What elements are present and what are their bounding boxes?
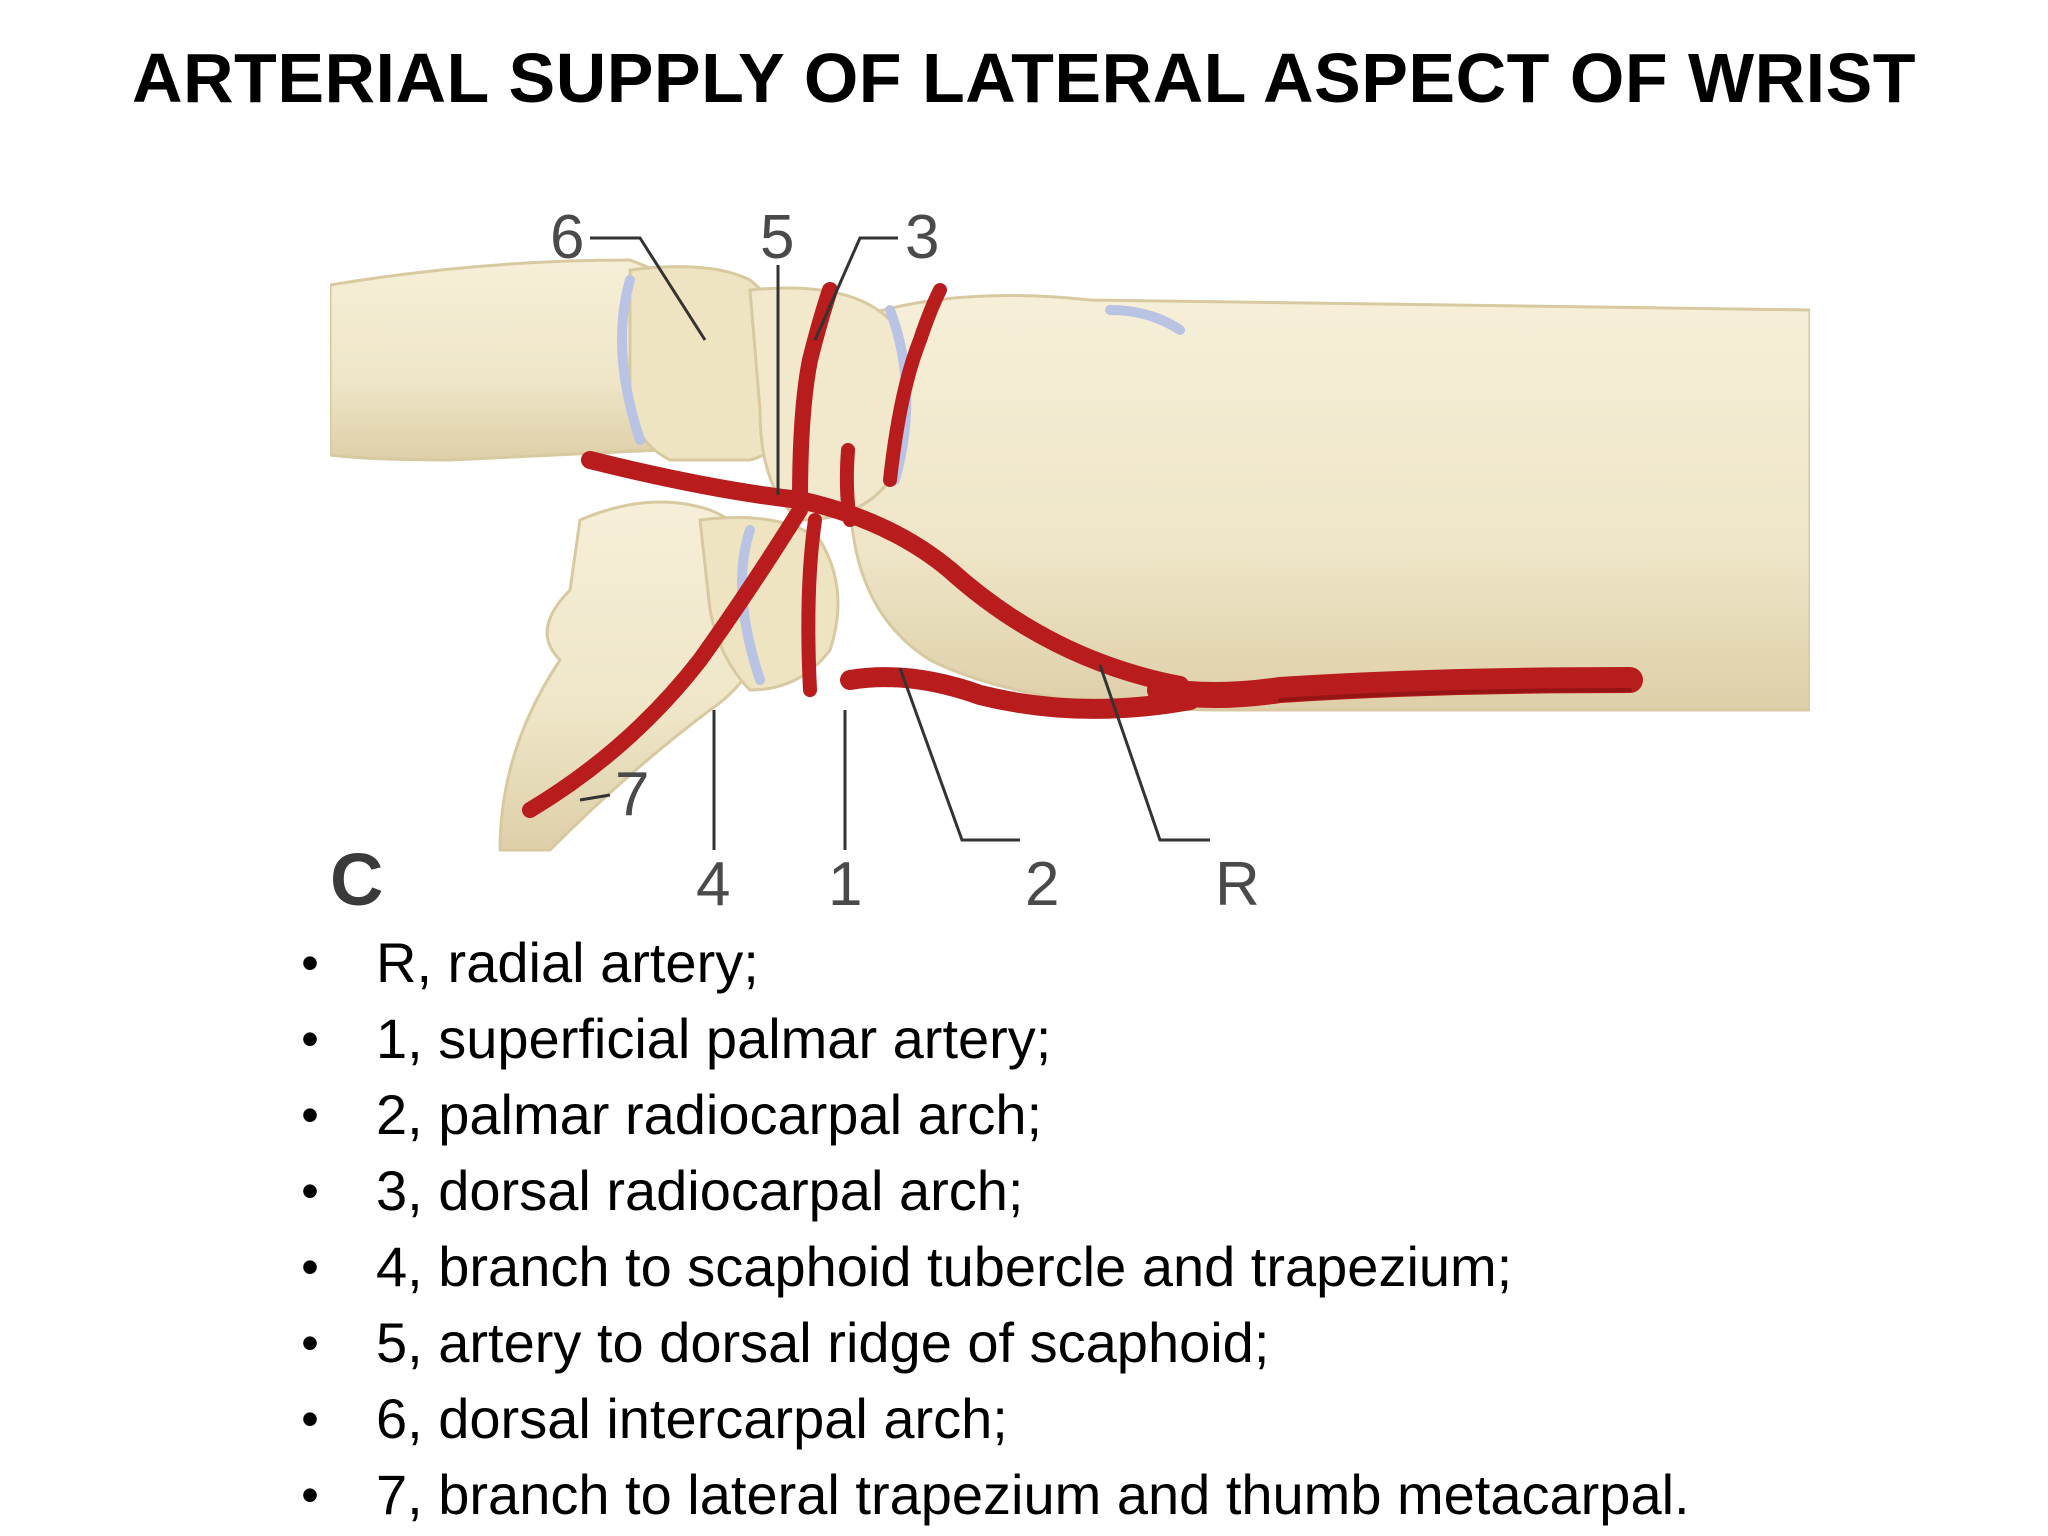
- legend-item-text: 2, palmar radiocarpal arch;: [376, 1083, 1043, 1146]
- legend-list: • R, radial artery; • 1, superficial palma…: [290, 925, 1990, 1533]
- callout-4: 4: [696, 850, 730, 919]
- legend-item-text: 5, artery to dorsal ridge of scaphoid;: [376, 1311, 1270, 1374]
- legend-item: • 6, dorsal intercarpal arch;: [290, 1381, 1990, 1457]
- legend-item-text: 6, dorsal intercarpal arch;: [376, 1387, 1008, 1450]
- bullet-icon: •: [301, 1087, 319, 1143]
- legend-item: • 2, palmar radiocarpal arch;: [290, 1077, 1990, 1153]
- radius-bone: [848, 294, 1810, 712]
- artery-dorsal-ridge-scaphoid: [839, 443, 857, 527]
- superficial-palmar-artery: [840, 667, 1200, 719]
- callout-7: 7: [615, 760, 649, 829]
- bullet-icon: •: [301, 1391, 319, 1447]
- branch-scaphoid-tubercle: [801, 513, 822, 697]
- callout-2: 2: [1025, 850, 1059, 919]
- branch-lateral-trapezium: [522, 502, 808, 818]
- leader-2: [898, 667, 1020, 842]
- bullet-icon: •: [301, 1467, 319, 1523]
- legend-item-text: R, radial artery;: [376, 931, 759, 994]
- leader-7: [579, 793, 611, 802]
- legend-item: • R, radial artery;: [290, 925, 1990, 1001]
- radial-artery: [1147, 667, 1643, 708]
- callout-R: R: [1215, 850, 1260, 919]
- callout-1: 1: [828, 850, 862, 919]
- radial-artery-shadow: [1278, 688, 1632, 702]
- legend-item-text: 1, superficial palmar artery;: [376, 1007, 1052, 1070]
- legend-item: • 5, artery to dorsal ridge of scaphoid;: [290, 1305, 1990, 1381]
- panel-label: C: [330, 838, 383, 921]
- diagram-svg: 6 5 3 7 4 1 2 R C: [330, 203, 1810, 921]
- callout-5: 5: [760, 203, 794, 272]
- callout-labels: 6 5 3 7 4 1 2 R C: [330, 203, 1260, 921]
- bullet-icon: •: [301, 1315, 319, 1371]
- legend-item-text: 7, branch to lateral trapezium and thumb…: [376, 1463, 1690, 1526]
- slide-title: ARTERIAL SUPPLY OF LATERAL ASPECT OF WRI…: [131, 39, 1917, 117]
- dorsal-radiocarpal-arch: [883, 283, 947, 487]
- bones: [330, 258, 1810, 852]
- leader-R: [1098, 664, 1210, 842]
- legend-item: • 7, branch to lateral trapezium and thum…: [290, 1457, 1990, 1533]
- bullet-icon: •: [301, 935, 319, 991]
- dorsal-intercarpal-arch: [792, 282, 838, 508]
- wrist-arterial-diagram: 6 5 3 7 4 1 2 R C: [330, 190, 1810, 930]
- legend-item-text: 4, branch to scaphoid tubercle and trape…: [376, 1235, 1513, 1298]
- legend-item: • 4, branch to scaphoid tubercle and trap…: [290, 1229, 1990, 1305]
- bullet-icon: •: [301, 1163, 319, 1219]
- cartilage-line: [1105, 305, 1185, 335]
- leader-lines: [579, 236, 1210, 850]
- metacarpal-bone: [330, 258, 702, 462]
- callout-3: 3: [905, 203, 939, 272]
- arteries: [522, 282, 1643, 818]
- thumb-metacarpal-bone: [498, 500, 772, 852]
- cartilage: [617, 275, 1185, 685]
- leader-3: [813, 236, 898, 341]
- bullet-icon: •: [301, 1011, 319, 1067]
- legend-item: • 1, superficial palmar artery;: [290, 1001, 1990, 1077]
- palmar-radiocarpal-arch: [581, 451, 1189, 694]
- callout-6: 6: [550, 203, 584, 272]
- legend-item: • 3, dorsal radiocarpal arch;: [290, 1153, 1990, 1229]
- cartilage-line: [617, 275, 645, 445]
- legend-item-text: 3, dorsal radiocarpal arch;: [376, 1159, 1024, 1222]
- leader-6: [590, 236, 707, 341]
- bullet-icon: •: [301, 1239, 319, 1295]
